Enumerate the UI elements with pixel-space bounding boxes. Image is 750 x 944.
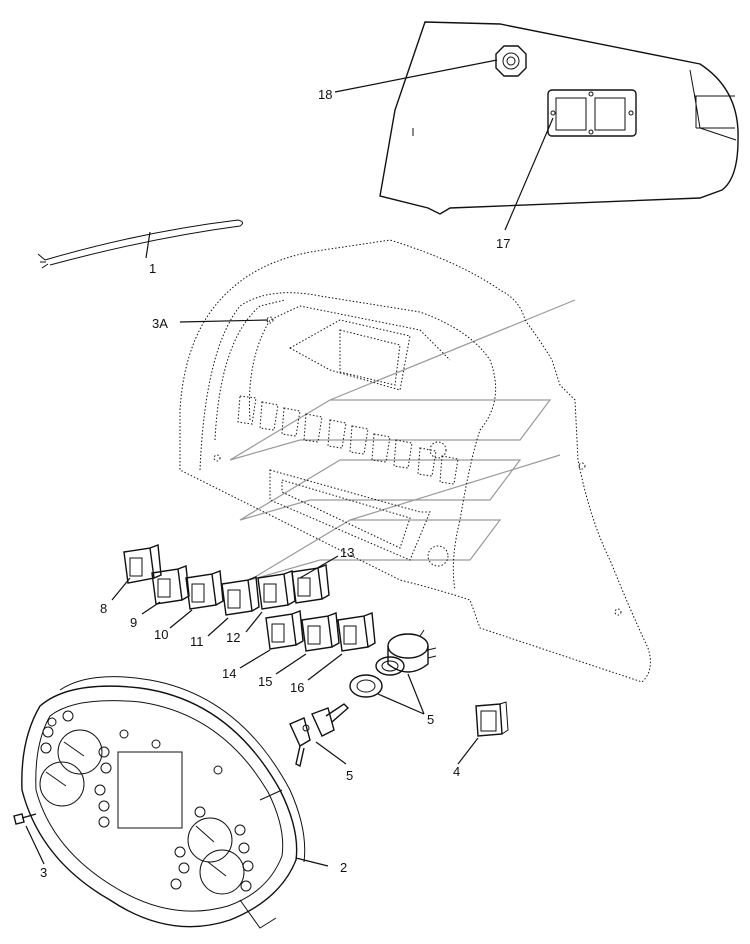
- rocker-switch-10: [185, 570, 224, 610]
- ignition-switch: [375, 629, 437, 676]
- label-part-5-ignition: 5: [427, 712, 434, 727]
- label-part-11: 11: [190, 634, 204, 649]
- label-part-8: 8: [100, 601, 107, 616]
- label-part-12: 12: [226, 630, 240, 645]
- ignition-keys: [289, 703, 350, 768]
- rocker-switch-16: [337, 612, 376, 652]
- small-switch: [475, 701, 509, 737]
- dashboard-housing: [179, 239, 651, 683]
- label-part-5-keys: 5: [346, 768, 353, 783]
- label-part-14: 14: [222, 666, 236, 681]
- rocker-switch-15: [301, 612, 340, 652]
- rocker-switch-12: [257, 570, 296, 610]
- screw: [13, 813, 37, 825]
- label-part-10: 10: [154, 627, 168, 642]
- wire-harness: [37, 219, 244, 269]
- ignition-nut-ring: [349, 674, 383, 698]
- label-part-16: 16: [290, 680, 304, 695]
- side-cover-panel: [379, 21, 739, 215]
- rocker-switch-13: [291, 564, 330, 604]
- switch-bezel-plate: [547, 89, 637, 137]
- rocker-switch-9: [151, 565, 190, 605]
- label-part-3a: 3A: [152, 316, 168, 331]
- leader-lines: [25, 59, 554, 867]
- label-part-1: 1: [149, 261, 156, 276]
- label-part-9: 9: [130, 615, 137, 630]
- label-part-4: 4: [453, 764, 460, 779]
- label-part-2: 2: [340, 860, 347, 875]
- rocker-switch-14: [265, 610, 304, 650]
- rocker-switch-11: [221, 576, 260, 616]
- watermark-logo: [229, 299, 576, 581]
- instrument-cluster: [21, 676, 306, 929]
- rocker-switch-8: [123, 544, 162, 584]
- label-part-15: 15: [258, 674, 272, 689]
- label-part-17: 17: [496, 236, 510, 251]
- bushing-grommet: [495, 45, 527, 77]
- label-part-13: 13: [340, 545, 354, 560]
- label-part-18: 18: [318, 87, 332, 102]
- label-part-3: 3: [40, 865, 47, 880]
